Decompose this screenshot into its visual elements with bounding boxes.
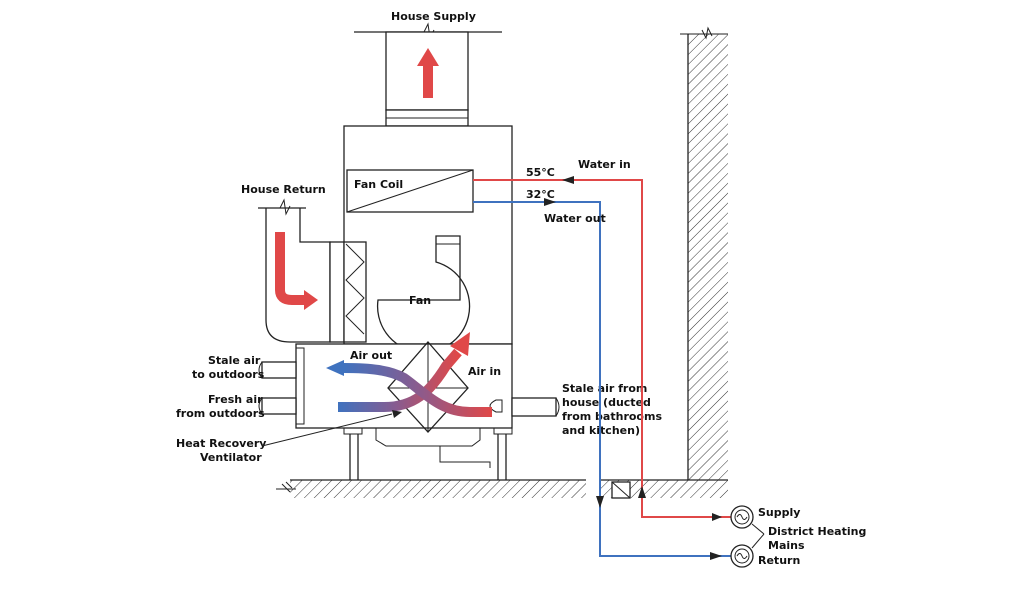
hrv-air-flow	[326, 332, 492, 417]
temp-out-label: 32°C	[526, 188, 555, 201]
floor-slab	[276, 479, 728, 498]
air-in-label: Air in	[468, 365, 501, 378]
water-out-pipe	[473, 198, 732, 560]
hrv-label-2: Ventilator	[200, 451, 262, 464]
district-heating-label-1: District Heating	[768, 525, 866, 538]
water-in-pipe	[473, 176, 732, 521]
supply-air-arrow	[417, 48, 439, 98]
fan-coil	[346, 169, 474, 213]
hrv-leader-line	[261, 410, 402, 447]
stale-air-house-label-1: Stale air from	[562, 382, 647, 395]
fresh-air-label-1: Fresh air	[208, 393, 263, 406]
house-return-label: House Return	[241, 183, 326, 196]
stale-air-house-label-3: from bathrooms	[562, 410, 662, 423]
house-supply-label: House Supply	[391, 10, 476, 23]
fresh-air-label-2: from outdoors	[176, 407, 265, 420]
stale-air-outdoors-label-2: to outdoors	[192, 368, 265, 381]
return-duct	[258, 198, 367, 343]
return-main-icon	[730, 544, 754, 568]
fan-label: Fan	[409, 294, 431, 307]
district-mains-bracket	[751, 523, 765, 549]
stale-air-house-label-2: house (ducted	[562, 396, 651, 409]
water-in-label: Water in	[578, 158, 631, 171]
supply-main-icon	[730, 505, 754, 529]
fan-coil-label: Fan Coil	[354, 178, 403, 191]
hrv-label-1: Heat Recovery	[176, 437, 266, 450]
air-out-label: Air out	[350, 349, 392, 362]
building-wall	[680, 26, 728, 480]
return-air-arrow	[275, 232, 318, 310]
fan-housing	[376, 235, 471, 353]
stale-air-outdoors-label-1: Stale air	[208, 354, 261, 367]
air-handler-cabinet	[343, 125, 513, 345]
district-heating-label-2: Mains	[768, 539, 805, 552]
water-out-label: Water out	[544, 212, 606, 225]
temp-in-label: 55°C	[526, 166, 555, 179]
return-label: Return	[758, 554, 800, 567]
heat-recovery-ventilator	[258, 341, 560, 480]
supply-label: Supply	[758, 506, 800, 519]
